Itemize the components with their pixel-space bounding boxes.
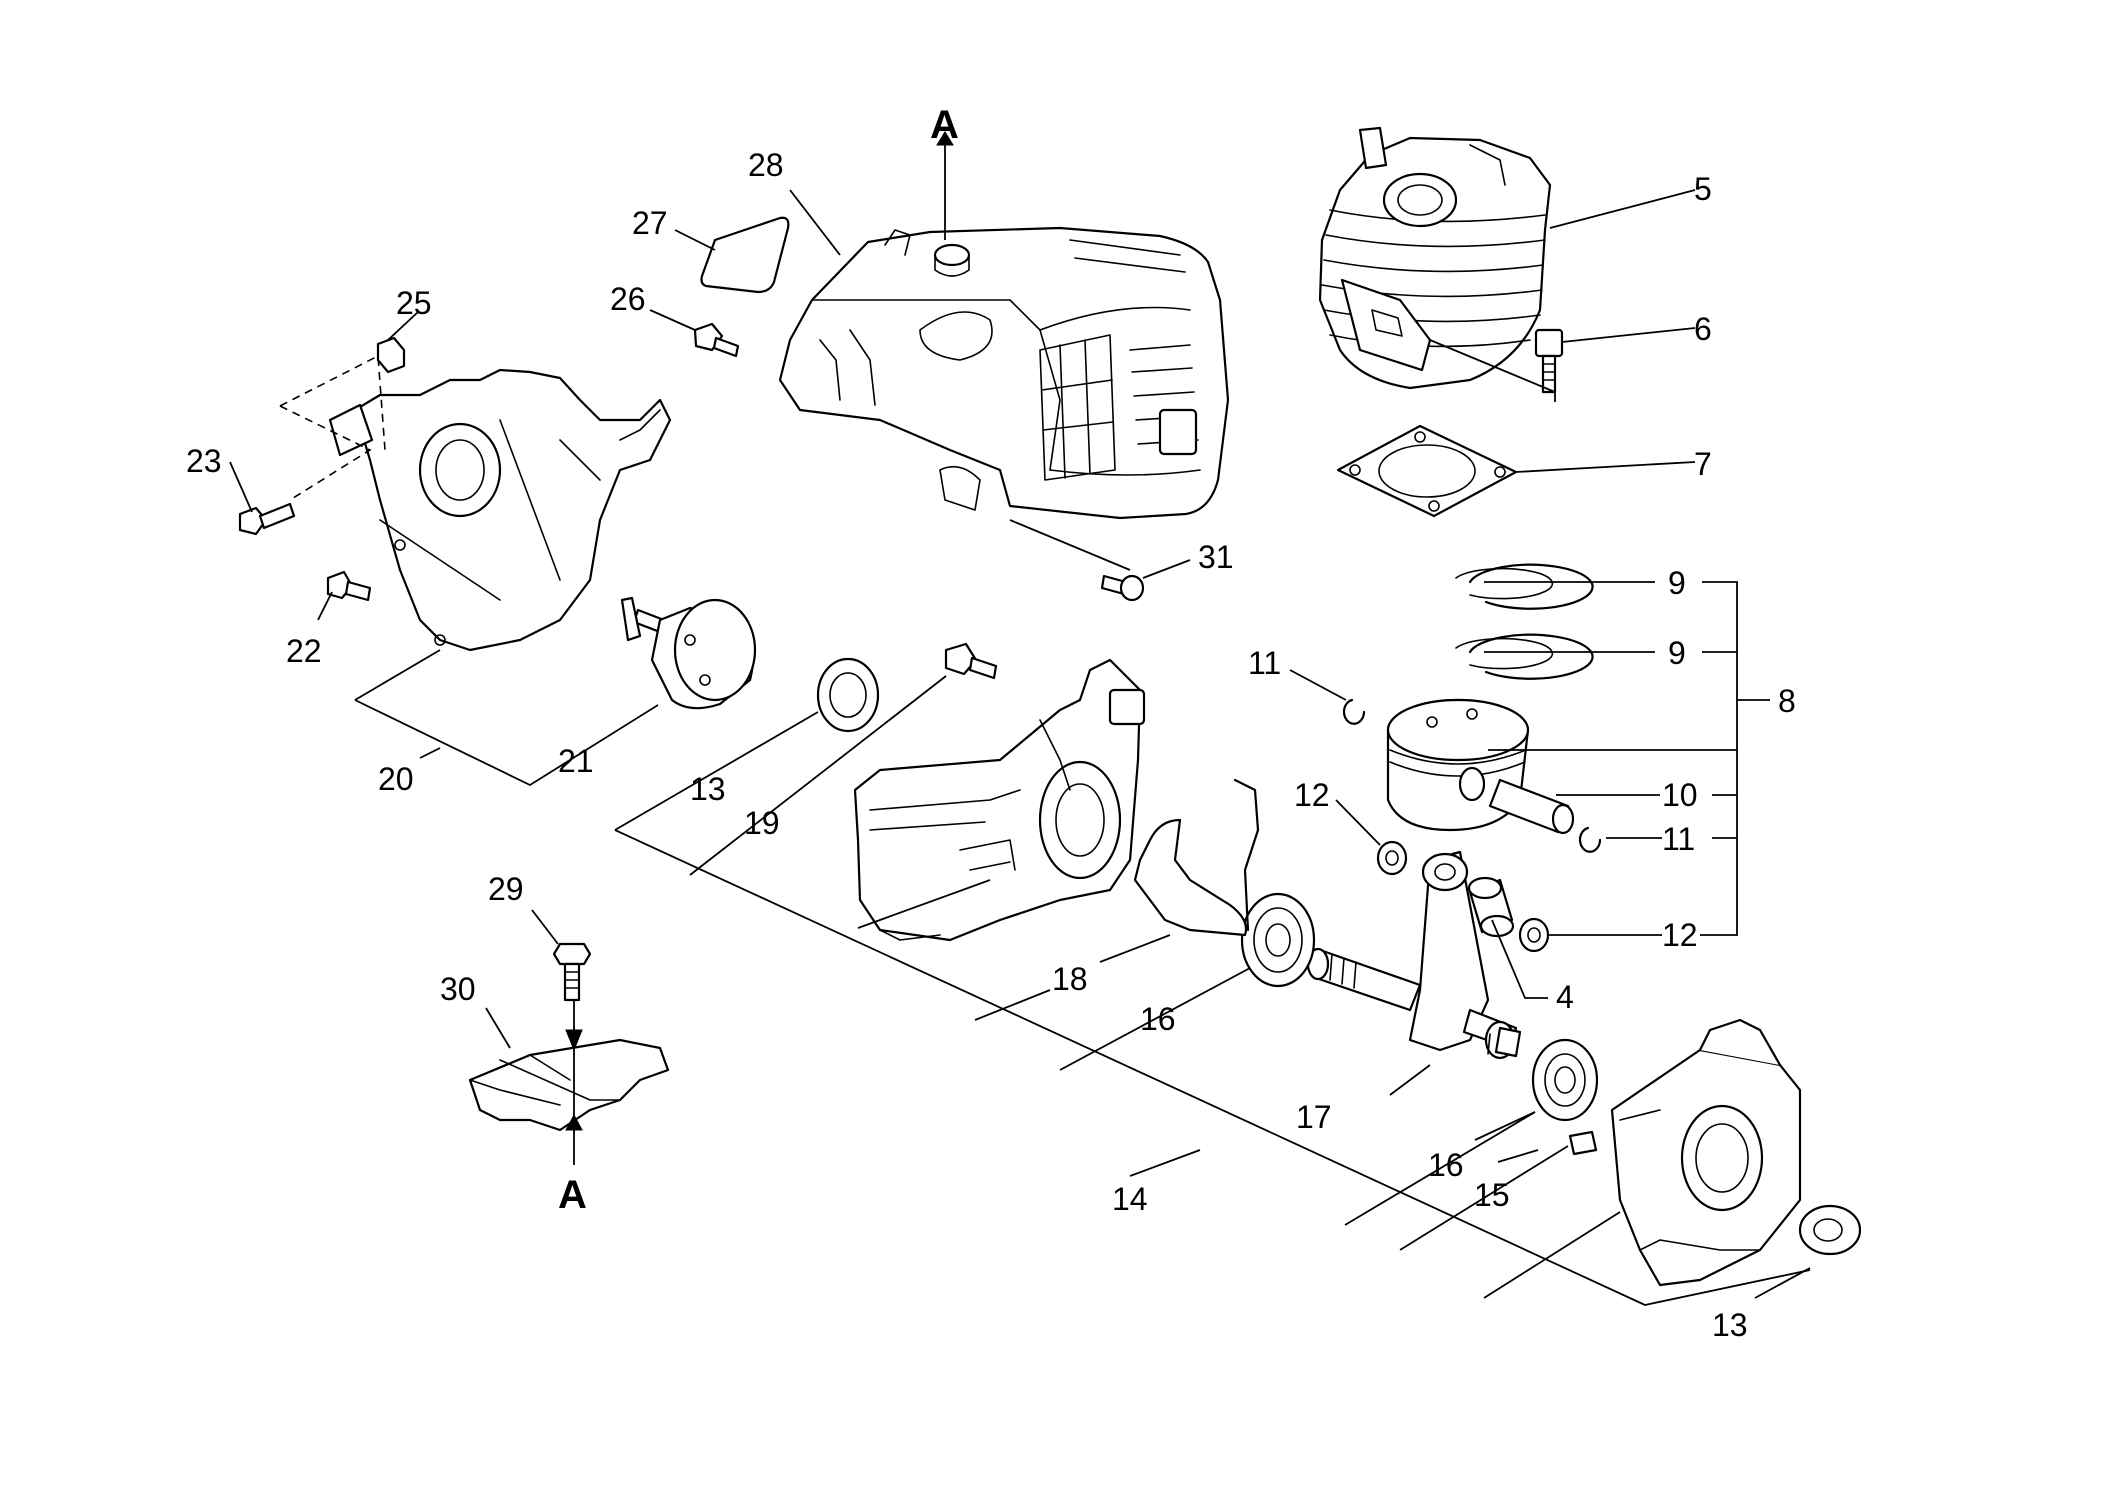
callout-9-upper: 9 (1668, 565, 1686, 601)
part-11-circlips (1342, 698, 1602, 853)
callout-27: 27 (632, 205, 668, 241)
callout-17: 17 (1296, 1099, 1332, 1135)
callout-13-left: 13 (690, 771, 726, 807)
callout-13-right: 13 (1712, 1307, 1748, 1343)
callout-10: 10 (1662, 777, 1698, 813)
callout-7: 7 (1694, 446, 1712, 482)
part-17-crankshaft (1306, 850, 1522, 1060)
part-29-bolt (552, 942, 592, 1002)
part-5-cylinder (1318, 126, 1552, 390)
part-16-bearings (1240, 892, 1599, 1122)
part-6-bolt (1534, 328, 1564, 394)
leader-lines (229, 189, 1811, 1306)
callout-31: 31 (1198, 539, 1234, 575)
callout-11-left: 11 (1248, 645, 1281, 681)
callout-14: 14 (1112, 1181, 1148, 1217)
callout-5: 5 (1694, 171, 1712, 207)
callout-29: 29 (488, 871, 524, 907)
callout-16-left: 16 (1140, 1001, 1176, 1037)
part-20-fan-housing (328, 368, 672, 652)
part-7-gasket (1336, 424, 1518, 518)
part-12-washers (1376, 840, 1550, 953)
callout-6: 6 (1694, 311, 1712, 347)
part-13-oil-seals (816, 657, 1862, 1256)
callout-16-right: 16 (1428, 1147, 1464, 1183)
callout-11-right: 11 (1662, 821, 1695, 857)
part-14-crankcase-side (1610, 1018, 1802, 1287)
callout-8: 8 (1778, 683, 1796, 719)
part-30-cover-plate (468, 1038, 670, 1132)
callout-23: 23 (186, 443, 222, 479)
reference-arrow-top (936, 131, 954, 240)
part-19-bolt (944, 642, 998, 680)
part-14-crankcase-main (853, 658, 1146, 942)
callout-19: 19 (744, 805, 780, 841)
callout-15: 15 (1474, 1177, 1510, 1213)
part-25-nut (376, 336, 406, 374)
part-15-dowel-pin (1568, 1130, 1598, 1156)
callout-4: 4 (1556, 979, 1574, 1015)
callout-9-lower: 9 (1668, 635, 1686, 671)
callout-12-right: 12 (1662, 917, 1698, 953)
callout-labels: 5 6 7 9 9 8 10 11 12 11 12 4 17 28 27 26… (186, 103, 1796, 1343)
part-23-bolt (238, 502, 296, 536)
callout-28: 28 (748, 147, 784, 183)
callout-20: 20 (378, 761, 414, 797)
callout-21: 21 (558, 743, 594, 779)
callout-25: 25 (396, 285, 432, 321)
part-28-cylinder-cover (778, 226, 1230, 520)
reference-arrow-bottom (565, 1000, 583, 1165)
part-18-gasket (1133, 778, 1260, 937)
callout-18: 18 (1052, 961, 1088, 997)
callout-22: 22 (286, 633, 322, 669)
part-27-filter-pad (700, 216, 790, 294)
part-31-screw (1100, 574, 1145, 602)
part-9-piston-rings (1455, 563, 1594, 680)
part-10-piston-pin (1488, 778, 1575, 835)
part-22-screw (326, 570, 372, 602)
reference-label-top: A (930, 103, 959, 147)
reference-label-bottom: A (558, 1173, 587, 1217)
part-26-screw (693, 322, 740, 358)
part-21-clutch-drum (620, 596, 757, 710)
callout-30: 30 (440, 971, 476, 1007)
callout-12-left: 12 (1294, 777, 1330, 813)
part-4-needle-bearing (1467, 876, 1515, 938)
callout-26: 26 (610, 281, 646, 317)
